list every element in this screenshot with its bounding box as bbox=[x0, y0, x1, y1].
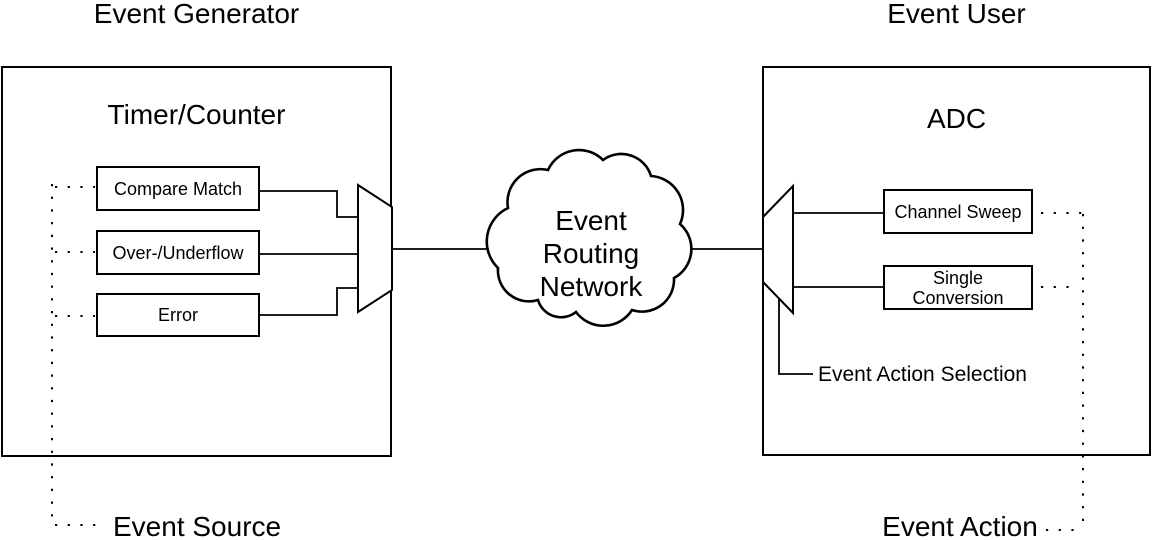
timer-counter-title: Timer/Counter bbox=[107, 99, 286, 130]
error-box: Error bbox=[96, 293, 260, 337]
routing-network-label: Event Routing Network bbox=[491, 204, 691, 303]
event-action-selection-line bbox=[778, 297, 813, 375]
routing-network-label-line1: Event bbox=[555, 205, 627, 236]
event-action-label: Event Action bbox=[882, 511, 1038, 540]
routing-network-label-line2: Routing bbox=[542, 238, 640, 269]
routing-network-label-line3: Network bbox=[539, 271, 643, 302]
compare-match-connector bbox=[260, 190, 358, 218]
error-connector bbox=[260, 287, 358, 316]
compare-match-box: Compare Match bbox=[96, 166, 260, 211]
event-action-dotted-rail bbox=[1041, 212, 1085, 531]
event-action-selection-label: Event Action Selection bbox=[818, 363, 1027, 386]
single-conversion-box: Single Conversion bbox=[883, 265, 1033, 310]
event-source-label: Event Source bbox=[113, 511, 282, 540]
event-user-header: Event User bbox=[887, 0, 1026, 29]
event-source-mux-shape bbox=[357, 183, 393, 314]
channel-sweep-box: Channel Sweep bbox=[883, 189, 1033, 234]
adc-title: ADC bbox=[926, 103, 987, 134]
event-generator-header: Event Generator bbox=[93, 0, 300, 29]
event-action-demux-shape bbox=[762, 183, 794, 316]
routing-cloud-shape bbox=[485, 148, 693, 328]
over-underflow-box: Over-/Underflow bbox=[96, 230, 260, 275]
